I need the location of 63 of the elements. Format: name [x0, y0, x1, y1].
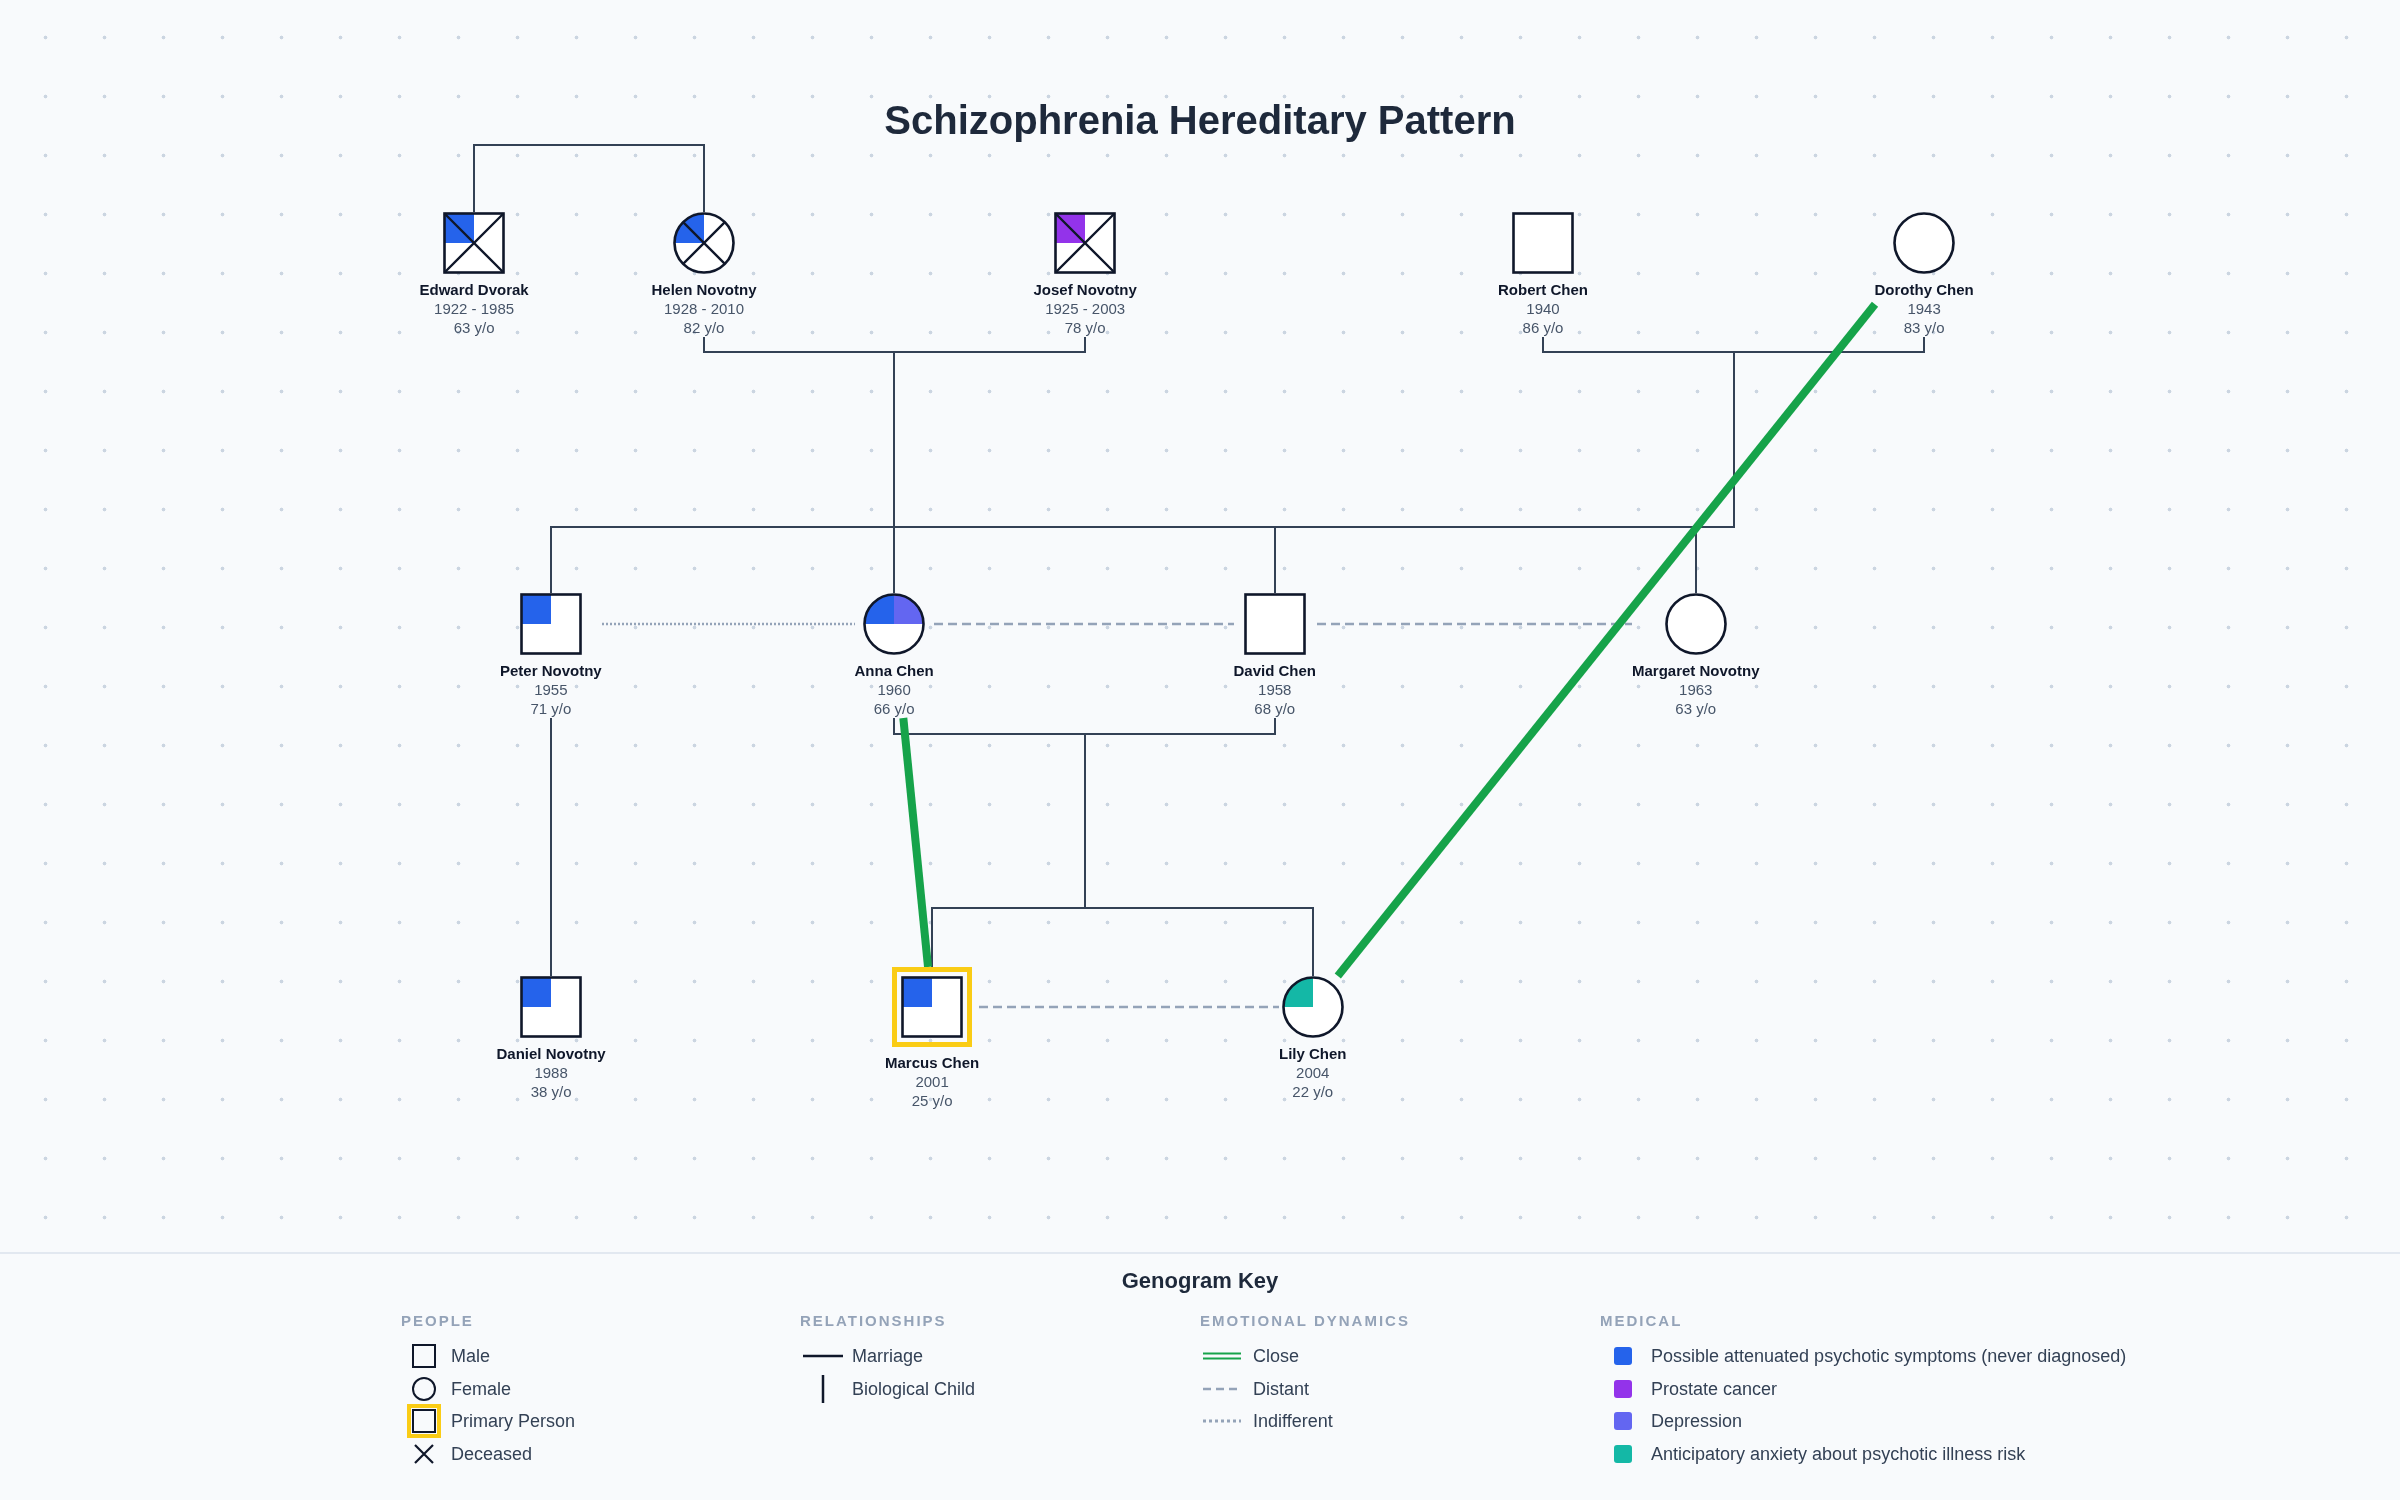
person-name: Marcus Chen — [885, 1053, 980, 1072]
legend-label: Deceased — [451, 1442, 533, 1465]
person-name: Peter Novotny — [500, 661, 602, 680]
close-relationship-line — [899, 717, 932, 968]
distant-relationship-line — [934, 622, 1234, 626]
diagram-title: Schizophrenia Hereditary Pattern — [883, 98, 1517, 143]
legend-label: Male — [451, 1345, 490, 1367]
person-name: Helen Novotny — [651, 280, 757, 299]
birth-years: 1925 - 2003 — [1045, 299, 1126, 318]
age: 38 y/o — [530, 1082, 572, 1101]
person-name: Lily Chen — [1279, 1044, 1347, 1063]
person-name: Robert Chen — [1498, 280, 1588, 299]
section-heading: PEOPLE — [401, 1312, 474, 1329]
age: 22 y/o — [1292, 1082, 1334, 1101]
age: 83 y/o — [1903, 318, 1945, 337]
age: 71 y/o — [530, 699, 572, 718]
distant-relationship-line — [1317, 622, 1632, 626]
person-name: Edward Dvorak — [419, 280, 529, 299]
person-name: Margaret Novotny — [1632, 661, 1760, 680]
legend-label: Possible attenuated psychotic symptoms (never diagnosed) — [1651, 1345, 2127, 1367]
birth-years: 1940 — [1526, 299, 1560, 318]
legend-label: Primary Person — [451, 1410, 576, 1432]
section-heading: RELATIONSHIPS — [800, 1312, 947, 1329]
person-name: David Chen — [1233, 661, 1316, 680]
birth-years: 1988 — [534, 1063, 568, 1082]
legend-label: Biological Child — [852, 1377, 976, 1400]
person-name: Anna Chen — [854, 661, 934, 680]
legend-label: Prostate cancer — [1651, 1377, 1778, 1400]
age: 63 y/o — [1675, 699, 1717, 718]
indifferent-relationship-line — [602, 622, 855, 626]
section-heading: MEDICAL — [1600, 1312, 1683, 1329]
birth-years: 1958 — [1258, 680, 1292, 699]
section-heading: EMOTIONAL DYNAMICS — [1200, 1312, 1410, 1329]
key-title: Genogram Key — [1120, 1268, 1280, 1294]
legend-label: Depression — [1651, 1410, 1743, 1432]
distant-relationship-line — [979, 1005, 1279, 1009]
age: 78 y/o — [1064, 318, 1106, 337]
age: 25 y/o — [911, 1091, 953, 1110]
birth-years: 1963 — [1679, 680, 1713, 699]
birth-years: 1960 — [877, 680, 911, 699]
person-name: Josef Novotny — [1033, 280, 1137, 299]
person-name: Dorothy Chen — [1874, 280, 1974, 299]
family-line — [550, 717, 552, 977]
age: 82 y/o — [683, 318, 725, 337]
legend-label: Marriage — [852, 1345, 924, 1367]
close-relationship-line — [1334, 301, 1879, 979]
birth-years: 2004 — [1296, 1063, 1330, 1082]
family-line — [473, 144, 705, 213]
age: 68 y/o — [1254, 699, 1296, 718]
legend-label: Indifferent — [1253, 1410, 1333, 1432]
legend-label: Anticipatory anxiety about psychotic illness risk — [1651, 1442, 2026, 1465]
age: 63 y/o — [453, 318, 495, 337]
age: 66 y/o — [873, 699, 915, 718]
age: 86 y/o — [1522, 318, 1564, 337]
legend-label: Female — [451, 1377, 512, 1400]
birth-years: 1922 - 1985 — [434, 299, 515, 318]
birth-years: 1928 - 2010 — [663, 299, 745, 318]
birth-years: 1943 — [1907, 299, 1941, 318]
person-name: Daniel Novotny — [496, 1044, 606, 1063]
legend-label: Close — [1253, 1345, 1300, 1367]
birth-years: 2001 — [915, 1072, 949, 1091]
birth-years: 1955 — [534, 680, 568, 699]
legend-label: Distant — [1253, 1377, 1310, 1400]
